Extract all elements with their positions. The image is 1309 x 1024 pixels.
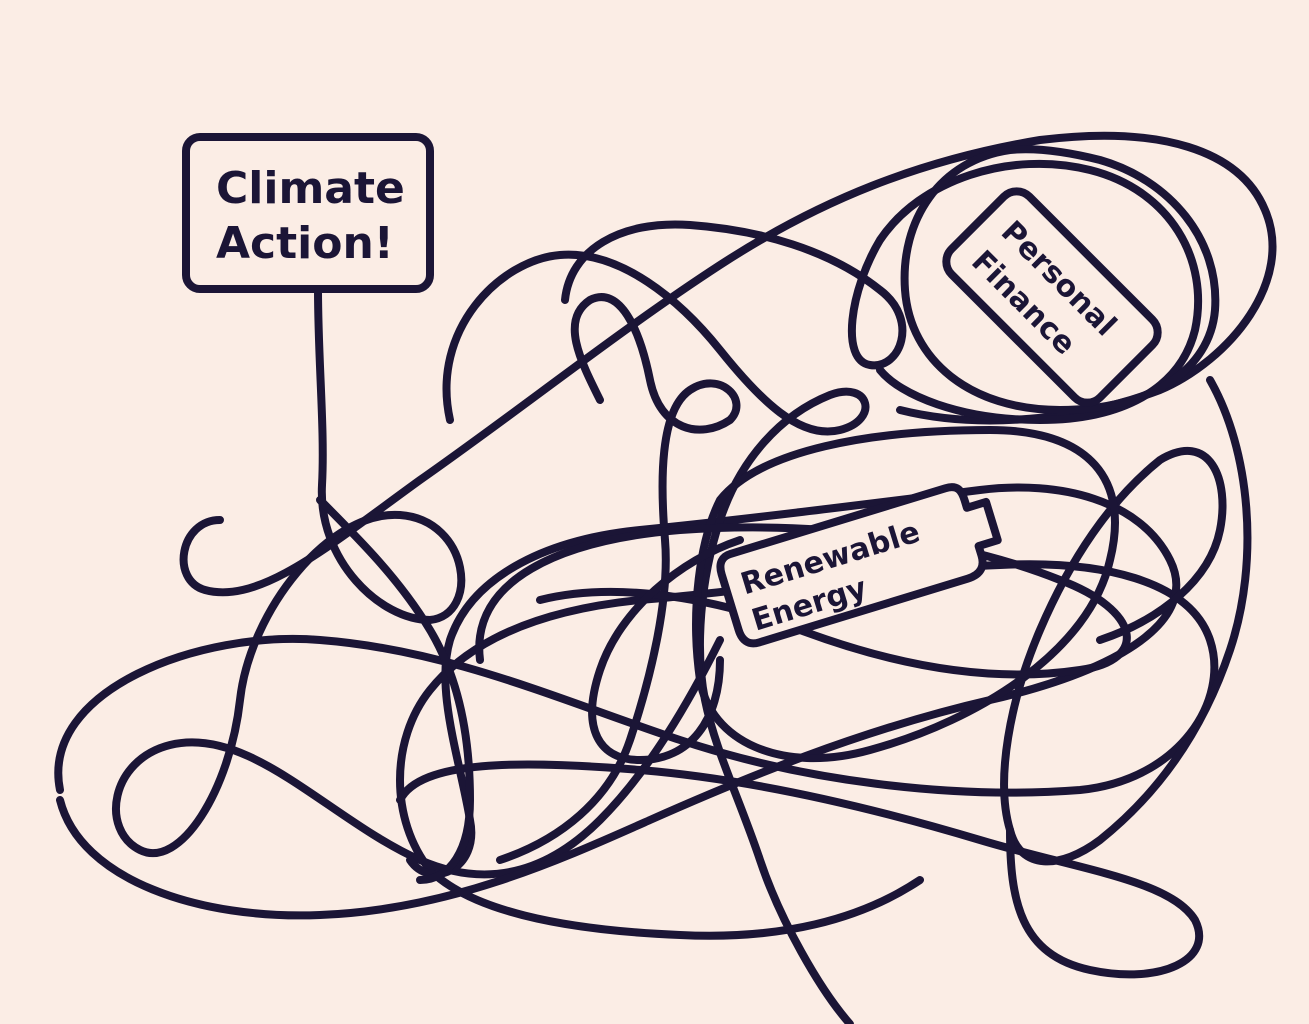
strand-center-curl — [496, 293, 741, 864]
tag-energy-board — [716, 483, 1002, 648]
strand-lower-loop — [56, 483, 1181, 920]
sign-climate-board — [182, 133, 434, 293]
strand-energy-ellipse — [692, 426, 1119, 763]
strand-bottom-right — [396, 760, 1204, 979]
tangle-strands — [54, 131, 1277, 1024]
strand-top-center — [561, 159, 1203, 424]
strand-diagonal — [316, 496, 474, 884]
tag-finance-board — [942, 187, 1162, 407]
sign-climate-line1: Climate — [216, 163, 405, 214]
tag-personal-finance: Personal Finance — [942, 187, 1162, 407]
sign-climate-line2: Action! — [216, 218, 394, 269]
strand-right-descent — [1000, 376, 1252, 866]
strand-finance-ring — [900, 145, 1220, 414]
strand-left-loop — [179, 131, 1277, 597]
strand-climate-post — [112, 286, 724, 879]
sign-climate-action: Climate Action! — [182, 133, 434, 293]
strand-energy-left — [588, 536, 744, 764]
tag-renewable-energy: Renewable Energy — [716, 483, 1002, 648]
